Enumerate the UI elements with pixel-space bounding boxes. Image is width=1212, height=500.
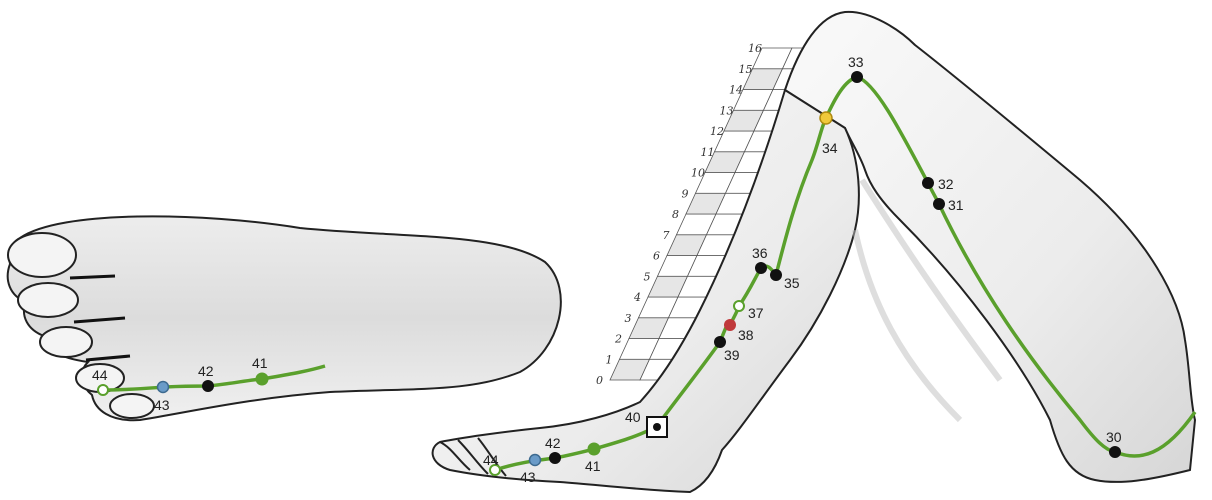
foot-label-44: 44 — [92, 367, 108, 383]
leg-label-33: 33 — [848, 54, 864, 70]
scale-tick-label: 2 — [614, 333, 622, 346]
foot-point-41 — [256, 373, 269, 386]
leg-label-30: 30 — [1106, 429, 1122, 445]
scale-tick-label: 10 — [691, 167, 705, 180]
foot-label-42: 42 — [198, 363, 214, 379]
leg-label-38: 38 — [738, 327, 754, 343]
scale-tick-label: 14 — [729, 84, 743, 97]
leg-point-32 — [922, 177, 934, 189]
foot-label-43: 43 — [154, 397, 170, 413]
leg-point-41 — [588, 443, 601, 456]
leg-label-32: 32 — [938, 176, 954, 192]
scale-tick-label: 5 — [644, 270, 651, 283]
big-toe — [8, 233, 76, 277]
leg-point-42 — [549, 452, 561, 464]
foot-point-42 — [202, 380, 214, 392]
scale-tick-label: 9 — [682, 187, 689, 200]
leg-point-33 — [851, 71, 863, 83]
leg-label-44: 44 — [483, 452, 499, 468]
foot-sole-illustration: 44 43 42 41 — [8, 216, 561, 420]
scale-tick-label: 0 — [596, 374, 603, 387]
scale-tick-label: 1 — [606, 353, 613, 366]
leg-label-40: 40 — [625, 409, 641, 425]
scale-tick-label: 7 — [663, 229, 670, 242]
leg-label-34: 34 — [822, 140, 838, 156]
leg-label-39: 39 — [724, 347, 740, 363]
leg-label-31: 31 — [948, 197, 964, 213]
little-toe — [110, 394, 154, 418]
foot-label-41: 41 — [252, 355, 268, 371]
leg-point-38 — [724, 319, 736, 331]
leg-label-36: 36 — [752, 245, 768, 261]
leg-point-40 — [653, 423, 661, 431]
leg-point-31 — [933, 198, 945, 210]
leg-label-42: 42 — [545, 435, 561, 451]
scale-tick-label: 13 — [720, 104, 734, 117]
leg-point-43 — [530, 455, 541, 466]
scale-tick-label: 6 — [653, 250, 660, 263]
leg-label-43: 43 — [520, 469, 536, 485]
foot-point-44 — [98, 385, 108, 395]
second-toe — [18, 283, 78, 317]
leg-label-35: 35 — [784, 275, 800, 291]
leg-point-34 — [820, 112, 832, 124]
leg-label-37: 37 — [748, 305, 764, 321]
scale-tick-label: 3 — [625, 312, 632, 325]
scale-tick-label: 4 — [633, 291, 641, 304]
scale-tick-label: 16 — [748, 42, 762, 55]
leg-illustration: 44 43 42 41 40 39 38 37 36 35 34 33 32 3… — [433, 12, 1195, 492]
leg-point-36 — [755, 262, 767, 274]
scale-tick-label: 12 — [710, 125, 724, 138]
leg-point-30 — [1109, 446, 1121, 458]
scale-tick-label: 11 — [701, 146, 715, 159]
leg-point-37 — [734, 301, 744, 311]
leg-label-41: 41 — [585, 458, 601, 474]
foot-point-43 — [158, 382, 169, 393]
scale-tick-label: 8 — [672, 208, 679, 221]
third-toe — [40, 327, 92, 357]
leg-point-35 — [770, 269, 782, 281]
scale-tick-label: 15 — [739, 63, 753, 76]
